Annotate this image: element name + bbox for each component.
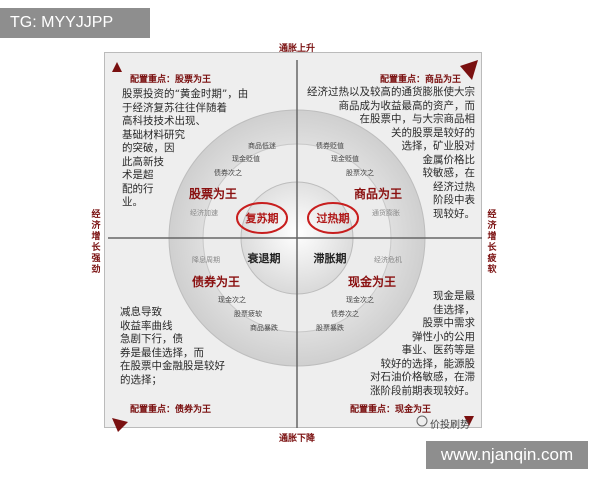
outer-label-br: 经济危机: [374, 255, 402, 264]
outer-label-bl: 降息周期: [192, 255, 220, 264]
ring-small-tl-1: 商品低迷: [248, 141, 276, 150]
phase-overheat: 过热期: [317, 211, 350, 225]
ring-small-tl-2: 现金贬值: [232, 154, 260, 163]
watermark-text: 价投刷势: [430, 420, 470, 431]
ring-label-cash: 现金为王: [348, 274, 396, 289]
recovery-highlight: [236, 202, 288, 234]
phase-recovery: 复苏期: [245, 211, 279, 225]
focus-top-right: 配置重点：商品为王: [380, 75, 462, 85]
arrow-top-right-icon: [460, 60, 478, 80]
ring-small-tr-3: 股票次之: [346, 168, 374, 177]
ring-small-bl-2: 股票疲软: [234, 309, 262, 318]
axis-top-label: 通胀上升: [279, 44, 316, 54]
ring-small-bl-3: 商品暴跌: [250, 323, 278, 332]
ring-label-commodities: 商品为王: [354, 186, 402, 201]
ring-label-bonds: 债券为王: [192, 274, 240, 289]
arrow-bottom-left-icon: [112, 418, 128, 432]
ring-small-tr-2: 现金贬值: [331, 154, 359, 163]
ring-small-br-2: 债券次之: [331, 309, 359, 318]
paragraph-top-right: 经济过热以及较高的通货膨胀使大宗 商品成为收益最高的资产，而 在股票中，与大宗商…: [307, 86, 475, 220]
outer-label-tl: 经济加速: [190, 208, 218, 217]
phase-stagflation: 滞胀期: [314, 251, 347, 265]
phase-recession: 衰退期: [247, 251, 281, 265]
focus-top-left: 配置重点：股票为王: [130, 75, 212, 85]
source-tag: TG: MYYJJPP: [0, 8, 150, 38]
ring-small-br-1: 现金次之: [346, 295, 374, 304]
axis-right-label: 经 济 增 长 疲 软: [487, 210, 497, 275]
ring-small-br-3: 股票暴跌: [316, 323, 344, 332]
focus-bottom-left: 配置重点：债券为王: [130, 405, 212, 415]
paragraph-bottom-right: 现金是最 佳选择， 股票中需求 弹性小的公用 事业、医药等是 较好的选择，能源股…: [370, 290, 475, 397]
focus-bottom-right: 配置重点：现金为王: [350, 405, 432, 415]
arrow-top-left-icon: [112, 62, 122, 72]
ring-small-tl-3: 债券次之: [214, 168, 242, 177]
axis-bottom-label: 通胀下降: [279, 434, 316, 444]
ring-small-bl-1: 现金次之: [218, 295, 246, 304]
paragraph-bottom-left: 减息导致 收益率曲线 急剧下行，债 券是最佳选择，而 在股票中金融股是较好 的选…: [120, 306, 225, 386]
paragraph-top-left: 股票投资的“黄金时期”，由 于经济复苏往往伴随着 高科技技术出现、 基础材料研究…: [122, 88, 249, 208]
ring-small-tr-1: 债券贬值: [316, 141, 344, 150]
ring-label-stocks: 股票为王: [189, 186, 237, 201]
overheat-highlight: [307, 202, 359, 234]
wechat-icon: [416, 415, 428, 427]
axis-left-label: 经 济 增 长 强 劲: [91, 210, 101, 275]
website-url: www.njanqin.com: [426, 441, 588, 469]
outer-label-tr: 通货膨胀: [372, 208, 400, 217]
arrow-bottom-right-icon: [464, 416, 474, 426]
